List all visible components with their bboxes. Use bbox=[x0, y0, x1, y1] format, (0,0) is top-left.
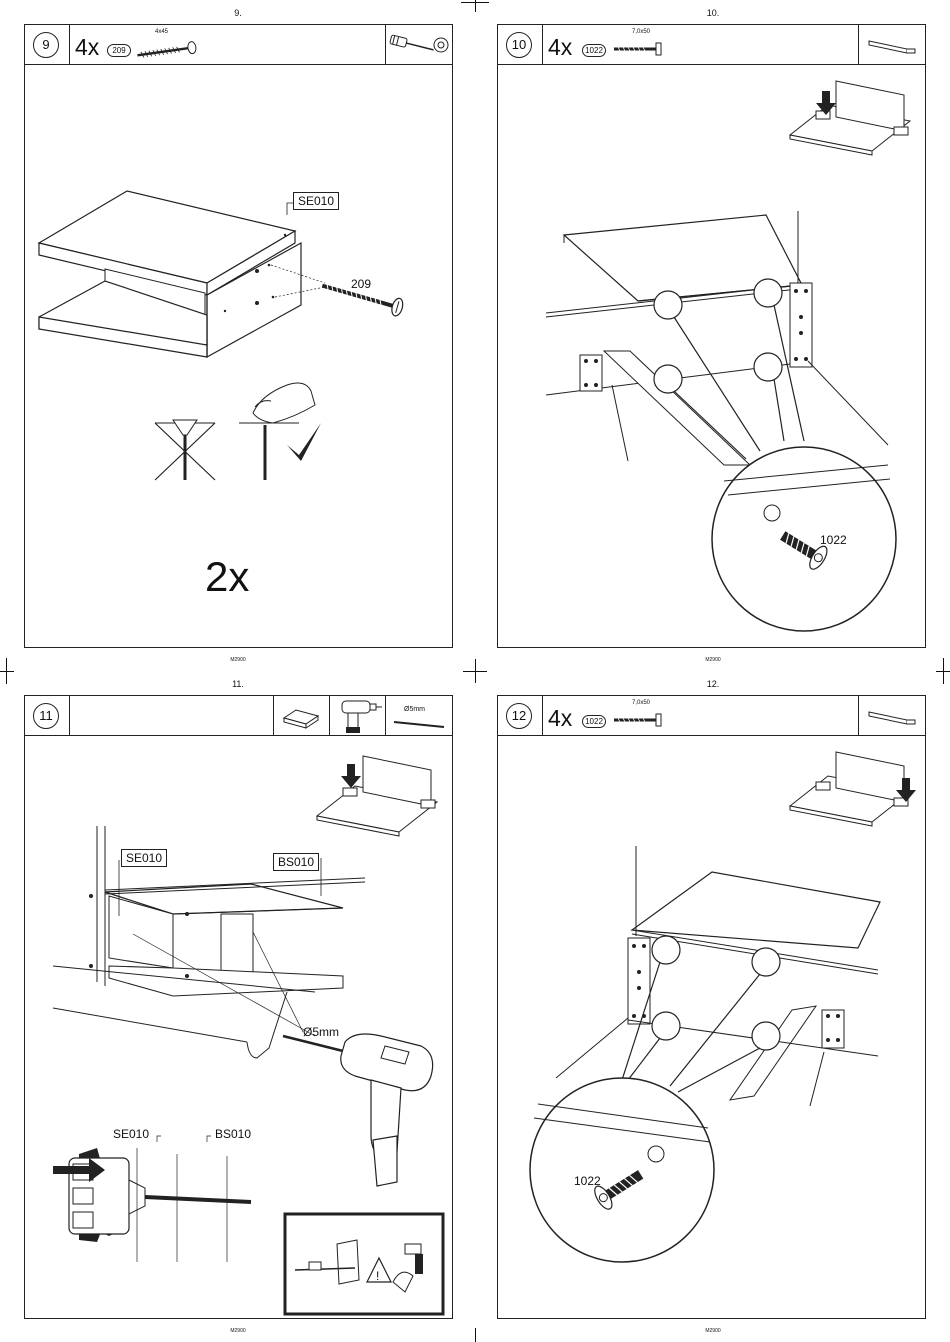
page-number: 9. bbox=[208, 8, 268, 18]
wrong-screw-icon bbox=[155, 420, 215, 480]
checkmark-icon bbox=[287, 423, 321, 461]
drill-icon bbox=[283, 1034, 433, 1186]
step-panel-9: 9 4x 4x45 209 bbox=[24, 24, 453, 648]
crop-mark bbox=[475, 659, 476, 683]
svg-text:!: ! bbox=[376, 1269, 379, 1283]
part-label-se010: SE010 bbox=[293, 192, 339, 210]
crop-mark bbox=[6, 658, 7, 684]
correct-screw-icon bbox=[239, 383, 315, 480]
orientation-inset bbox=[790, 81, 910, 155]
crop-mark bbox=[0, 671, 14, 672]
crop-mark bbox=[475, 1328, 476, 1342]
part-label-bs010: BS010 bbox=[273, 853, 319, 871]
orientation-inset bbox=[790, 752, 916, 826]
crop-mark bbox=[461, 2, 489, 3]
page-number: 12. bbox=[683, 679, 743, 689]
drill-label: Ø5mm bbox=[303, 1025, 339, 1039]
page-footer: M2900 bbox=[693, 657, 733, 663]
drill-chuck-detail bbox=[53, 1148, 251, 1242]
page-footer: M2900 bbox=[218, 657, 258, 663]
screw-label: 1022 bbox=[820, 533, 847, 547]
step-panel-12: 12 4x 7,0x50 1022 bbox=[497, 695, 926, 1319]
assembly-illustration: ! bbox=[25, 696, 454, 1320]
page-number: 11. bbox=[208, 679, 268, 689]
screw-label: 209 bbox=[351, 277, 371, 291]
crop-mark bbox=[943, 658, 944, 684]
depth-label-se010: SE010 bbox=[113, 1127, 149, 1141]
screw-label: 1022 bbox=[574, 1174, 601, 1188]
assembly-illustration bbox=[498, 696, 927, 1320]
step-panel-10: 10 4x 7,0x50 1022 bbox=[497, 24, 926, 648]
depth-label-bs010: BS010 bbox=[215, 1127, 251, 1141]
assembly-illustration bbox=[498, 25, 927, 649]
page-footer: M2900 bbox=[218, 1328, 258, 1334]
page-number: 10. bbox=[683, 8, 743, 18]
orientation-inset bbox=[317, 756, 437, 836]
step-panel-11: 11 Ø5mm bbox=[24, 695, 453, 1319]
repeat-count: 2x bbox=[205, 553, 249, 601]
page-footer: M2900 bbox=[693, 1328, 733, 1334]
part-label-se010: SE010 bbox=[121, 849, 167, 867]
